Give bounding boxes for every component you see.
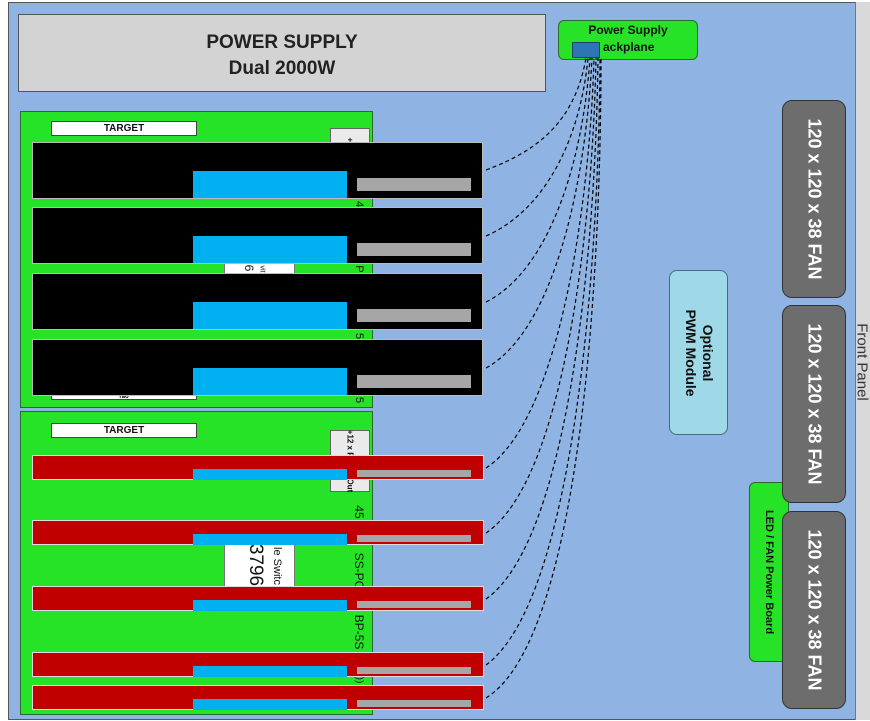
gpu-pcie-connector — [193, 600, 347, 611]
gpu-pcie-connector — [193, 666, 347, 677]
upper-target-label: TARGET — [51, 121, 197, 136]
gpu-power-connector — [357, 700, 471, 707]
power-cable — [485, 57, 593, 369]
power-cable — [485, 57, 601, 666]
gpu-card-red-2 — [32, 520, 484, 545]
gpu-pcie-connector — [193, 236, 347, 263]
gpu-pcie-connector — [193, 368, 347, 395]
gpu-power-connector — [357, 309, 471, 322]
fan-1: 120 x 120 x 38 FAN — [782, 100, 846, 298]
gpu-card-red-3 — [32, 586, 484, 611]
gpu-pcie-connector — [193, 534, 347, 545]
gpu-power-connector — [357, 375, 471, 388]
front-panel-strip — [855, 2, 870, 720]
backplane-connector — [572, 42, 600, 58]
power-supply-rating: Dual 2000W — [228, 58, 336, 79]
gpu-power-connector — [357, 535, 471, 542]
gpu-card-black-1 — [32, 142, 483, 199]
gpu-power-connector — [357, 243, 471, 256]
lower-switch-label — [224, 538, 295, 590]
power-cable — [485, 57, 589, 237]
gpu-card-red-4 — [32, 652, 484, 677]
gpu-power-connector — [357, 667, 471, 674]
gpu-power-connector — [357, 601, 471, 608]
gpu-card-black-3 — [32, 273, 483, 330]
power-cable — [485, 57, 602, 699]
power-cable — [485, 57, 599, 600]
power-supply-title: POWER SUPPLY — [206, 32, 358, 53]
gpu-card-black-2 — [32, 207, 483, 264]
gpu-pcie-connector — [193, 171, 347, 198]
fan-2: 120 x 120 x 38 FAN — [782, 305, 846, 503]
gpu-card-black-4 — [32, 339, 483, 396]
power-cable — [485, 57, 595, 469]
backplane-label-line1: Power Supply — [588, 23, 668, 37]
power-supply: POWER SUPPLY Dual 2000W — [18, 14, 546, 92]
power-cable — [485, 57, 597, 534]
gpu-power-connector — [357, 470, 471, 477]
power-cable — [485, 57, 591, 303]
gpu-pcie-connector — [193, 302, 347, 329]
gpu-pcie-connector — [193, 469, 347, 480]
backplane-label-line2: ackplane — [603, 40, 655, 54]
lower-target-label: TARGET — [51, 423, 197, 438]
gpu-card-red-1 — [32, 455, 484, 480]
gpu-power-connector — [357, 178, 471, 191]
gpu-card-red-5 — [32, 685, 484, 710]
fan-3: 120 x 120 x 38 FAN — [782, 511, 846, 709]
gpu-pcie-connector — [193, 699, 347, 710]
power-cable — [485, 57, 587, 171]
